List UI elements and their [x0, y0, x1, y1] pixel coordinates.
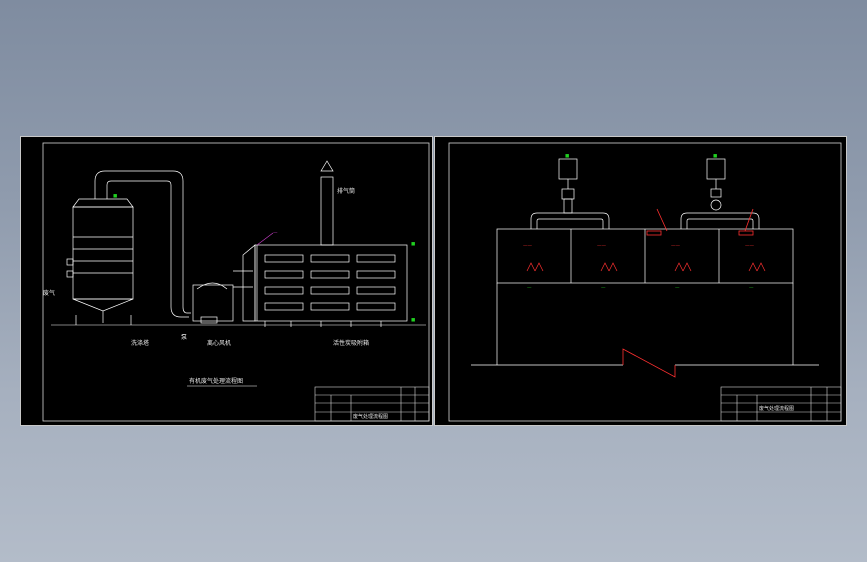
- equipment-layout-drawing: —— —— —— —— — — — —: [448, 142, 842, 422]
- chimney: [320, 160, 334, 246]
- svg-text:——: ——: [745, 244, 755, 249]
- carbon-box-label: 活性炭吸附箱: [333, 339, 369, 347]
- scrubber-tower: [66, 198, 134, 325]
- carbon-adsorption-box: [242, 244, 408, 327]
- break-line: [622, 348, 676, 378]
- svg-text:—: —: [601, 286, 606, 291]
- svg-text:——: ——: [671, 244, 681, 249]
- title-block: [314, 386, 430, 422]
- duct: [94, 170, 191, 318]
- cell-tags: —— —— —— —— — — — —: [523, 244, 755, 291]
- green-marker: ■: [113, 194, 117, 199]
- drawing-title: 有机废气处理流程图: [189, 377, 243, 385]
- dampers: [646, 208, 754, 236]
- title-block-name: 废气处理流程图: [353, 413, 388, 420]
- fan-unit-left: [558, 158, 578, 214]
- housing: [471, 228, 819, 366]
- svg-text:——: ——: [597, 244, 607, 249]
- svg-text:——: ——: [523, 244, 533, 249]
- chimney-label: 排气筒: [337, 187, 355, 195]
- drawing-frame: [448, 142, 842, 422]
- scrubber-label: 洗涤塔: [131, 339, 149, 347]
- cell-markers: [526, 262, 766, 272]
- green-marker: ■: [411, 318, 415, 323]
- fan-tag-left: ■: [565, 154, 569, 159]
- fan-tag-right: ■: [713, 154, 717, 159]
- green-marker: ■: [411, 242, 415, 247]
- svg-text:—: —: [749, 286, 754, 291]
- inlet-label: 废气: [43, 289, 55, 297]
- left-drawing-sheet: — ■ ■ ■ 废气 洗涤塔 泵 离心风机 排气筒 活性炭吸附箱 有机废气处理流…: [20, 136, 433, 426]
- fan-unit-right: [706, 158, 726, 211]
- fan-label: 离心风机: [207, 339, 231, 347]
- annotation-tag: —: [273, 231, 278, 236]
- svg-text:—: —: [675, 286, 680, 291]
- svg-text:—: —: [527, 286, 532, 291]
- pump-label: 泵: [181, 334, 187, 341]
- centrifugal-fan: [192, 270, 253, 324]
- drawing-frame: [42, 142, 430, 422]
- right-drawing-sheet: —— —— —— —— — — — —: [434, 136, 847, 426]
- title-block-name: 废气处理流程图: [759, 405, 794, 412]
- process-flow-drawing: — ■ ■ ■ 废气 洗涤塔 泵 离心风机 排气筒 活性炭吸附箱 有机废气处理流…: [42, 142, 430, 422]
- annotation-leader: [256, 232, 274, 246]
- title-block: [720, 386, 842, 422]
- top-ducts: [530, 212, 760, 229]
